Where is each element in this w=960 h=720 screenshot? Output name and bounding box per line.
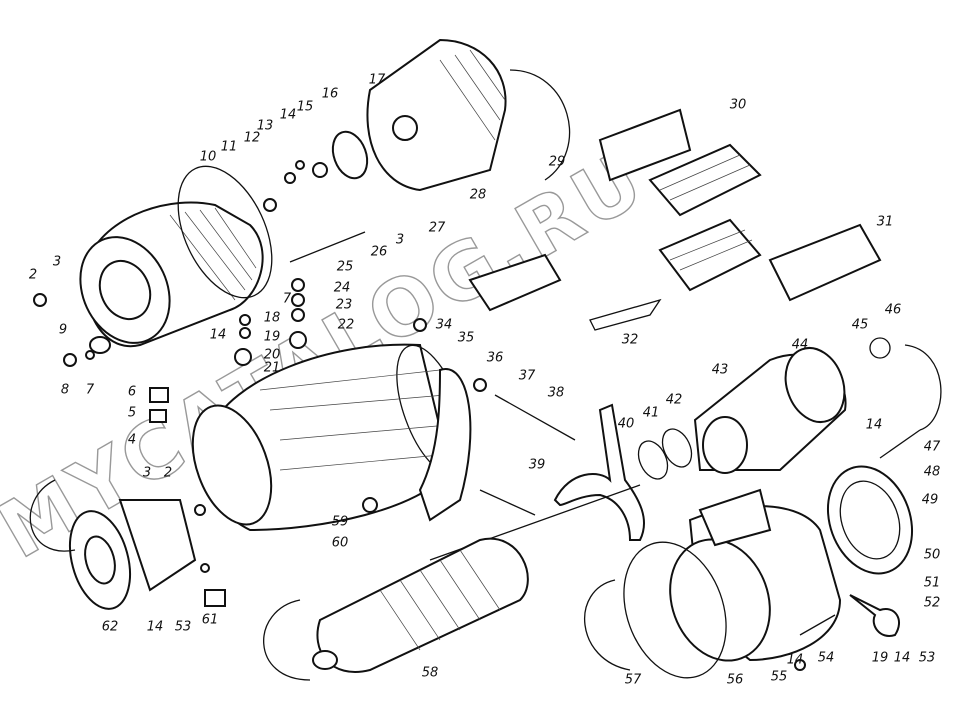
part-label: 9 [58, 322, 68, 338]
part-label: 13 [256, 118, 274, 134]
part-label: 29 [548, 154, 566, 170]
washer-42 [661, 428, 693, 468]
bolt-25 [289, 231, 366, 263]
part-label: 14 [279, 107, 297, 123]
part-label: 36 [486, 350, 504, 366]
part-label: 3 [395, 232, 405, 248]
part-label: 54 [817, 650, 835, 666]
part-label: 31 [876, 214, 894, 230]
part-label: 34 [435, 317, 453, 333]
part-label: 7 [85, 382, 95, 398]
washer-41 [637, 440, 669, 480]
part-label: 62 [101, 619, 119, 635]
part-label: 41 [642, 405, 660, 421]
part-label: 20 [263, 347, 281, 363]
part-label: 57 [624, 672, 642, 688]
part-label: 42 [665, 392, 683, 408]
field-coils [598, 108, 882, 302]
part-label: 15 [296, 99, 314, 115]
part-label: 14 [893, 650, 911, 666]
part-label: 3 [142, 465, 152, 481]
part-label: 14 [146, 619, 164, 635]
part-label: 47 [923, 439, 941, 455]
part-label: 61 [201, 612, 219, 628]
part-label: 8 [60, 382, 70, 398]
bolt-38 [494, 394, 576, 441]
part-label: 32 [621, 332, 639, 348]
part-label: 49 [921, 492, 939, 508]
part-label: 46 [884, 302, 902, 318]
part-label: 11 [220, 139, 238, 155]
gasket-10 [177, 165, 273, 299]
part-label: 18 [263, 310, 281, 326]
part-label: 37 [518, 368, 536, 384]
stator-housing [191, 343, 468, 532]
part-label: 53 [174, 619, 192, 635]
part-label: 5 [127, 405, 137, 421]
bolt-39 [479, 489, 536, 516]
part-label: 4 [127, 432, 137, 448]
end-plate-62 [69, 499, 197, 610]
part-label: 51 [923, 575, 941, 591]
part-label: 19 [871, 650, 889, 666]
part-label: 14 [209, 327, 227, 343]
part-label: 26 [370, 244, 388, 260]
part-label: 58 [421, 665, 439, 681]
armature-58 [312, 484, 641, 673]
brush-holder-28 [366, 38, 507, 192]
part-label: 16 [321, 86, 339, 102]
part-label: 43 [711, 362, 729, 378]
part-label: 28 [469, 187, 487, 203]
plate-16 [331, 130, 369, 180]
part-label: 52 [923, 595, 941, 611]
part-label: 53 [918, 650, 936, 666]
drive-housing-56 [669, 488, 842, 662]
fasteners [33, 160, 806, 671]
part-label: 39 [528, 457, 546, 473]
part-label: 56 [726, 672, 744, 688]
part-label: 55 [770, 669, 788, 685]
part-label: 45 [851, 317, 869, 333]
part-label: 27 [428, 220, 446, 236]
part-label: 19 [263, 329, 281, 345]
part-label: 2 [28, 267, 38, 283]
part-label: 14 [786, 652, 804, 668]
part-label: 14 [865, 417, 883, 433]
part-label: 50 [923, 547, 941, 563]
cap-52 [849, 594, 900, 637]
part-label: 48 [923, 464, 941, 480]
pole-shoe-33 [468, 253, 562, 312]
drive-pinion-43 [693, 347, 847, 474]
rear-cover-9 [79, 201, 264, 354]
part-label: 25 [336, 259, 354, 275]
part-label: 23 [335, 297, 353, 313]
part-label: 22 [337, 317, 355, 333]
assembly-arrows [29, 69, 942, 681]
part-label: 38 [547, 385, 565, 401]
part-label: 44 [791, 337, 809, 353]
part-label: 35 [457, 330, 475, 346]
bracket-36 [418, 368, 472, 522]
part-label: 2 [163, 465, 173, 481]
shift-fork-40 [553, 403, 645, 541]
part-label: 10 [199, 149, 217, 165]
part-label: 3 [52, 254, 62, 270]
part-label: 6 [127, 384, 137, 400]
part-label: 17 [368, 72, 386, 88]
flange-49 [826, 465, 914, 575]
part-label: 60 [331, 535, 349, 551]
brush-61 [204, 589, 226, 607]
part-label: 40 [617, 416, 635, 432]
part-label: 24 [333, 280, 351, 296]
o-ring-57 [623, 541, 727, 679]
part-label: 12 [243, 130, 261, 146]
part-label: 30 [729, 97, 747, 113]
part-label: 59 [331, 514, 349, 530]
part-label: 7 [282, 291, 292, 307]
part-label: 21 [263, 360, 281, 376]
